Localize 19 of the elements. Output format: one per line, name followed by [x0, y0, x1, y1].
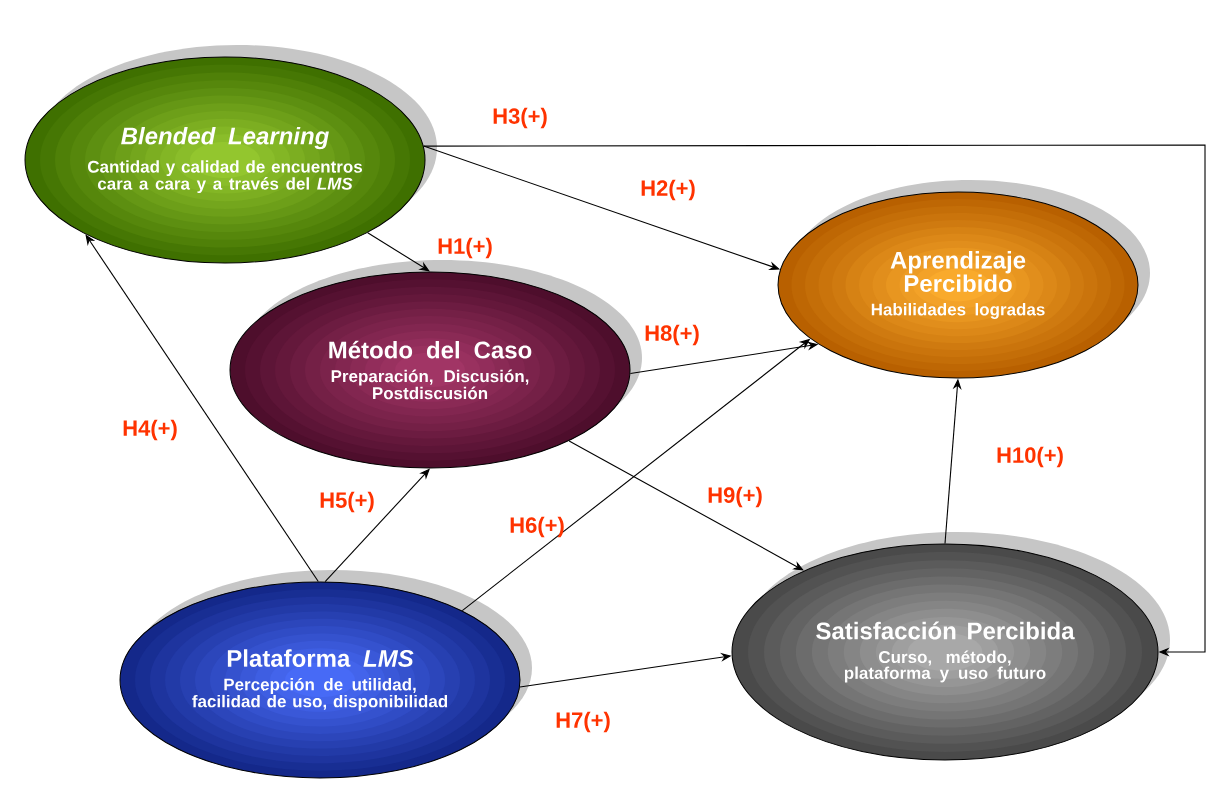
arrow: [85, 234, 319, 583]
edge-label: H10(+): [997, 446, 1063, 468]
ellipse-node: Blended Learning Cantidad y calidad de encuentros cara a cara y a través del LMS: [24, 45, 437, 264]
edge-label: H1(+): [438, 237, 492, 259]
ellipse-node: Plataforma LMS Percepción de utilidad, facilidad de uso, disponibilidad: [119, 570, 532, 779]
edge-label: H5(+): [320, 491, 374, 513]
ellipse-node: Satisfacción Percibida Curso, método, plataforma y uso futuro: [731, 532, 1170, 761]
ellipse-node: Método del Caso Preparación, Discusión, Postdiscusión: [229, 260, 642, 469]
edge-label: H7(+): [556, 711, 610, 733]
edge-label: H4(+): [123, 419, 177, 441]
edge-label: H8(+): [645, 324, 699, 346]
edge-label: H9(+): [708, 486, 762, 508]
ellipse-node: Aprendizaje Percibido Habilidades logradas: [777, 180, 1150, 379]
arrow: [423, 144, 1206, 657]
edge-label: H6(+): [510, 516, 564, 538]
edge-label: H3(+): [493, 107, 547, 129]
arrow: [568, 440, 804, 571]
edge-label: H2(+): [641, 179, 695, 201]
arrow: [367, 232, 430, 272]
